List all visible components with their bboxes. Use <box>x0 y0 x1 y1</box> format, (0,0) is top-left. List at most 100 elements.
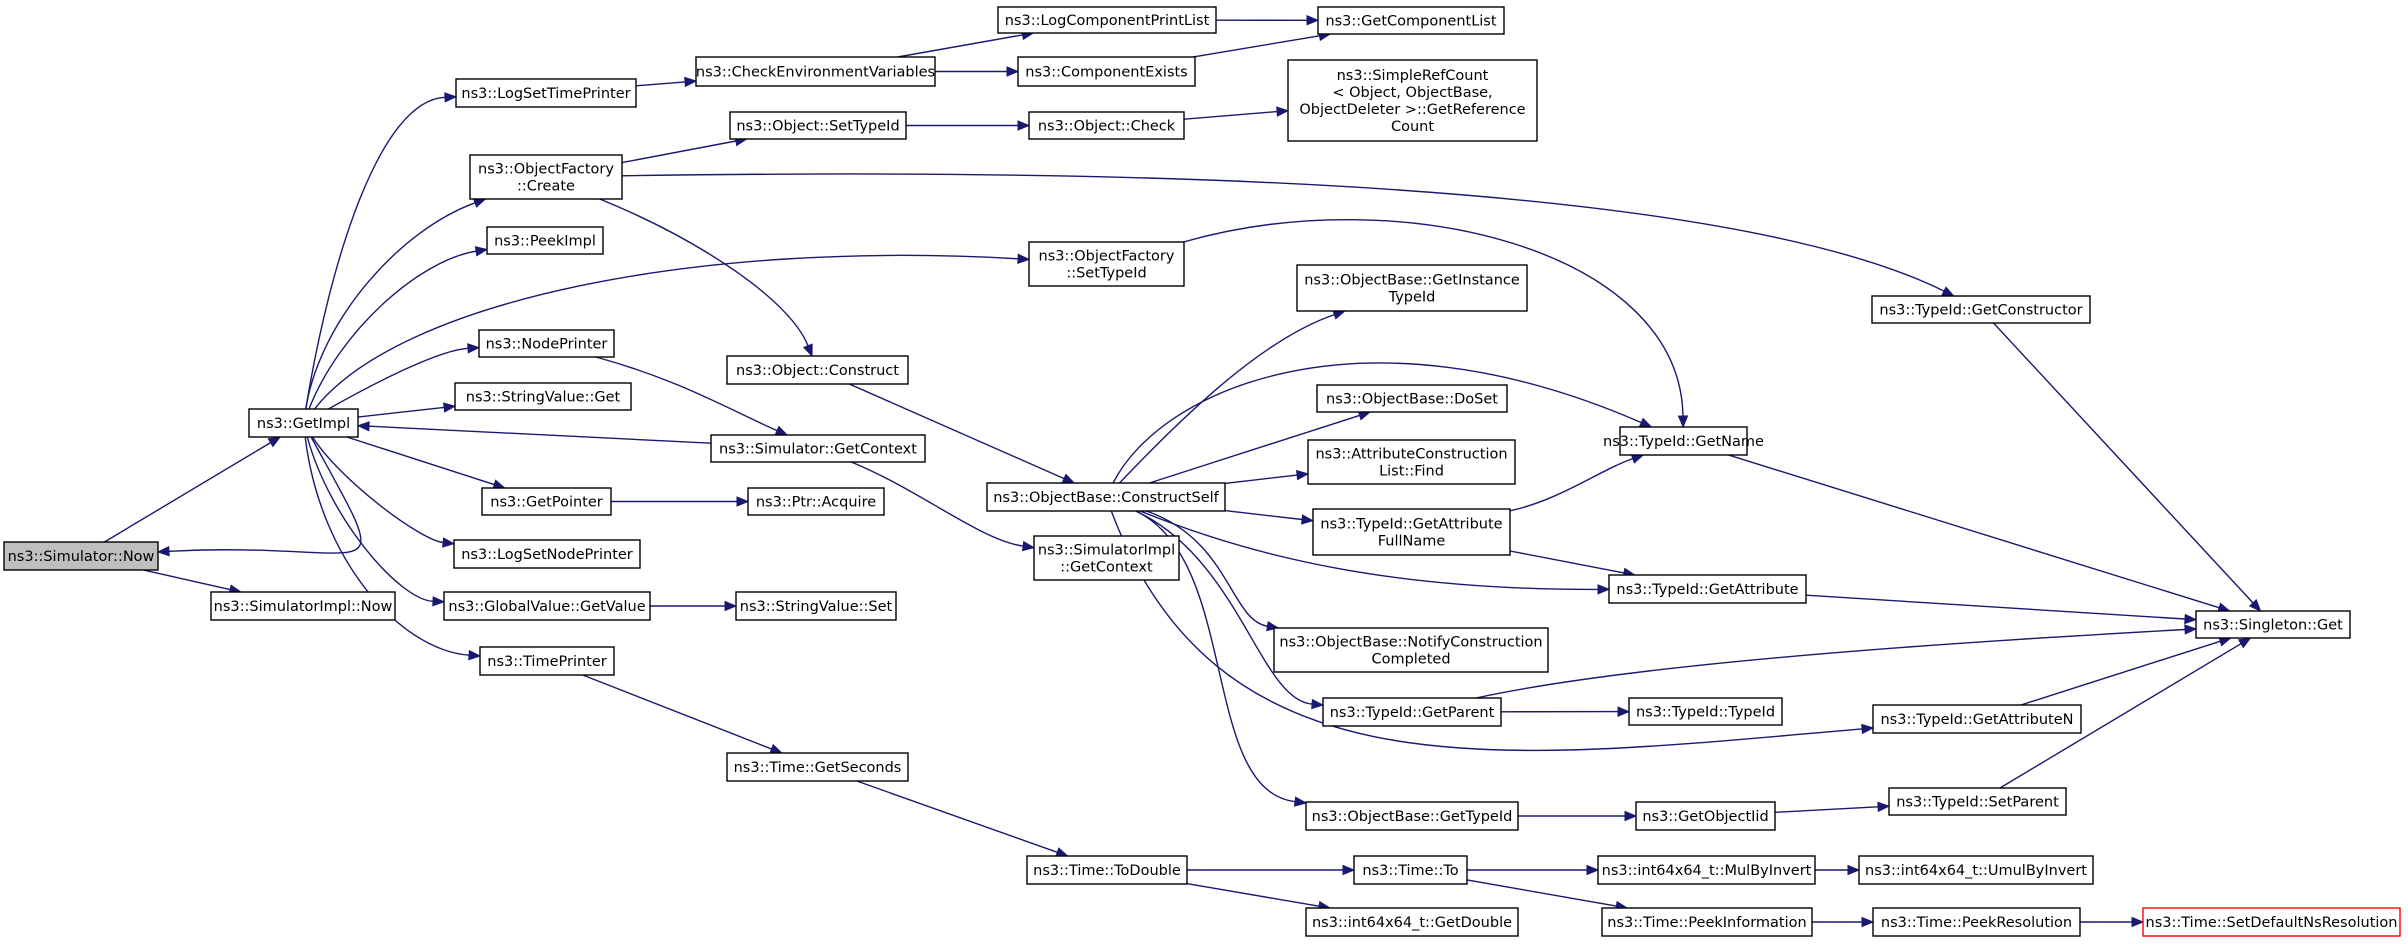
function-node-logsettimeprinter[interactable]: ns3::LogSetTimePrinter <box>455 78 637 108</box>
node-box <box>2195 610 2351 639</box>
function-node-peekimpl[interactable]: ns3::PeekImpl <box>486 226 604 255</box>
function-node-checkenv[interactable]: ns3::CheckEnvironmentVariables <box>695 56 936 87</box>
function-node-stringvalueget[interactable]: ns3::StringValue::Get <box>454 382 632 411</box>
node-label: ns3::SimulatorImpl <box>1038 543 1175 559</box>
arrowhead-getimpl-to-stringvalueget <box>443 402 457 413</box>
function-node-peekinformation[interactable]: ns3::Time::PeekInformation <box>1601 907 1813 937</box>
arrowhead-simgetcontext-to-simimplgetcontext <box>1021 540 1036 552</box>
node-label: ns3::ObjectFactory <box>1039 249 1175 265</box>
function-node-compexists[interactable]: ns3::ComponentExists <box>1017 56 1196 87</box>
arrowhead-typeidsetparent-to-singletonget <box>2237 637 2252 649</box>
function-node-umulbyinvert[interactable]: ns3::int64x64_t::UmulByInvert <box>1858 855 2094 885</box>
node-label: ::SetTypeId <box>1066 266 1146 282</box>
arrowhead-checkenv-to-compexists <box>1006 66 1020 77</box>
function-node-typeidgetattribute[interactable]: ns3::TypeId::GetAttribute <box>1608 574 1807 604</box>
function-node-objbasegettypeid[interactable]: ns3::ObjectBase::GetTypeId <box>1305 801 1519 831</box>
function-node-simplerefcount[interactable]: ns3::SimpleRefCount< Object, ObjectBase,… <box>1287 59 1538 142</box>
node-box <box>248 408 359 438</box>
call-edge-typeidsetparent-to-singletonget <box>1999 643 2242 789</box>
function-node-logsetnodeprinter[interactable]: ns3::LogSetNodePrinter <box>453 539 641 569</box>
function-node-notifyconstr[interactable]: ns3::ObjectBase::NotifyConstructionCompl… <box>1273 627 1549 673</box>
node-label: ns3::GetImpl <box>257 416 350 432</box>
function-node-typeidgetparent[interactable]: ns3::TypeId::GetParent <box>1322 697 1502 727</box>
function-node-getimpl[interactable]: ns3::GetImpl <box>248 408 359 438</box>
function-node-timegetseconds[interactable]: ns3::Time::GetSeconds <box>726 752 909 782</box>
function-node-timeprinter[interactable]: ns3::TimePrinter <box>479 646 615 676</box>
node-box <box>1287 59 1538 142</box>
call-nodes: ns3::Simulator::Nowns3::SimulatorImpl::N… <box>3 6 2401 937</box>
function-node-timetodouble[interactable]: ns3::Time::ToDouble <box>1026 855 1188 885</box>
node-label: ns3::int64x64_t::UmulByInvert <box>1865 863 2087 879</box>
function-node-getcomplist[interactable]: ns3::GetComponentList <box>1317 6 1505 35</box>
node-box <box>210 591 396 621</box>
call-edge-getattrfullname-to-typeidgetname <box>1509 457 1634 512</box>
node-label: ns3::CheckEnvironmentVariables <box>696 65 935 81</box>
function-node-int64getdouble[interactable]: ns3::int64x64_t::GetDouble <box>1305 907 1519 937</box>
function-node-typeidtypeid[interactable]: ns3::TypeId::TypeId <box>1628 697 1783 726</box>
call-edge-now-to-simimplnow <box>143 569 231 591</box>
function-node-doset[interactable]: ns3::ObjectBase::DoSet <box>1316 384 1508 413</box>
node-box <box>1028 111 1185 140</box>
function-node-peekresolution[interactable]: ns3::Time::PeekResolution <box>1872 907 2081 937</box>
arrowhead-objfactcreate-to-getconstructor <box>1941 286 1955 297</box>
arrowhead-typeidgetattribute-to-singletonget <box>2184 613 2198 625</box>
function-node-objbaseconstructself[interactable]: ns3::ObjectBase::ConstructSelf <box>986 482 1226 512</box>
node-label: Completed <box>1371 652 1450 668</box>
function-node-timeto[interactable]: ns3::Time::To <box>1353 855 1468 885</box>
node-label: ns3::SimpleRefCount <box>1337 68 1489 84</box>
function-node-stringvalueset[interactable]: ns3::StringValue::Set <box>735 591 897 621</box>
function-node-getobjectiid[interactable]: ns3::GetObjectIid <box>1635 801 1776 831</box>
function-node-getattributen[interactable]: ns3::TypeId::GetAttributeN <box>1872 704 2082 734</box>
function-node-objsettypeid[interactable]: ns3::Object::SetTypeId <box>729 111 907 140</box>
arrowhead-getobjectiid-to-typeidsetparent <box>1877 801 1891 813</box>
node-label: ns3::ObjectFactory <box>478 162 614 178</box>
node-label: ns3::TypeId::GetName <box>1603 434 1764 450</box>
node-label: FullName <box>1378 534 1446 550</box>
node-label: ns3::Time::PeekInformation <box>1607 915 1806 931</box>
node-label: ns3::ObjectBase::GetInstance <box>1304 273 1520 289</box>
node-label: < Object, ObjectBase, <box>1332 85 1492 101</box>
function-node-setdefaultnsres[interactable]: ns3::Time::SetDefaultNsResolution <box>2142 907 2401 937</box>
call-edge-getimpl-to-objfactsettypeid <box>313 254 1019 410</box>
call-edge-logsettimeprinter-to-checkenv <box>635 81 686 87</box>
function-node-objfactsettypeid[interactable]: ns3::ObjectFactory::SetTypeId <box>1028 241 1185 287</box>
function-node-getconstructor[interactable]: ns3::TypeId::GetConstructor <box>1871 295 2091 324</box>
node-box <box>1317 6 1505 35</box>
call-edge-getimpl-to-globalvaluegetvalue <box>306 436 434 602</box>
node-box <box>1353 855 1468 885</box>
function-node-objfactcreate[interactable]: ns3::ObjectFactory::Create <box>469 154 623 200</box>
function-node-globalvaluegetvalue[interactable]: ns3::GlobalValue::GetValue <box>443 591 651 621</box>
function-node-ptracquire[interactable]: ns3::Ptr::Acquire <box>747 487 885 516</box>
function-node-typeidsetparent[interactable]: ns3::TypeId::SetParent <box>1888 787 2067 816</box>
node-label: ns3::ComponentExists <box>1025 65 1188 81</box>
arrowhead-objbaseconstructself-to-typeidgetparent <box>1311 698 1325 710</box>
function-node-getpointer[interactable]: ns3::GetPointer <box>481 487 612 516</box>
arrowhead-objconstruct-to-objbaseconstructself <box>1061 473 1076 484</box>
function-node-now[interactable]: ns3::Simulator::Now <box>3 541 159 571</box>
call-edge-objfactcreate-to-getconstructor <box>621 173 1945 292</box>
function-node-simgetcontext[interactable]: ns3::Simulator::GetContext <box>710 434 926 463</box>
node-box <box>479 646 615 676</box>
function-node-mulbyinvert[interactable]: ns3::int64x64_t::MulByInvert <box>1597 855 1816 885</box>
function-node-typeidgetname[interactable]: ns3::TypeId::GetName <box>1603 426 1764 456</box>
arrowhead-peekresolution-to-setdefaultnsres <box>2131 916 2145 928</box>
node-label: List::Find <box>1379 464 1444 480</box>
node-box <box>695 56 936 87</box>
arrowhead-getimpl-to-globalvaluegetvalue <box>432 596 446 607</box>
function-node-objconstruct[interactable]: ns3::Object::Construct <box>726 355 909 385</box>
function-node-objcheck[interactable]: ns3::Object::Check <box>1028 111 1185 140</box>
arrowhead-objbaseconstructself-to-getattributen <box>1861 723 1875 735</box>
function-node-simimplgetcontext[interactable]: ns3::SimulatorImpl::GetContext <box>1033 535 1180 581</box>
function-node-simimplnow[interactable]: ns3::SimulatorImpl::Now <box>210 591 396 621</box>
call-edge-timegetseconds-to-timetodouble <box>856 780 1058 853</box>
function-node-logcompprintlist[interactable]: ns3::LogComponentPrintList <box>997 6 1217 34</box>
call-edge-simgetcontext-to-getimpl <box>368 425 712 444</box>
node-box <box>478 329 615 358</box>
function-node-singletonget[interactable]: ns3::Singleton::Get <box>2195 610 2351 639</box>
call-edge-typeidgetname-to-singletonget <box>1728 454 2220 609</box>
function-node-nodeprinter[interactable]: ns3::NodePrinter <box>478 329 615 358</box>
